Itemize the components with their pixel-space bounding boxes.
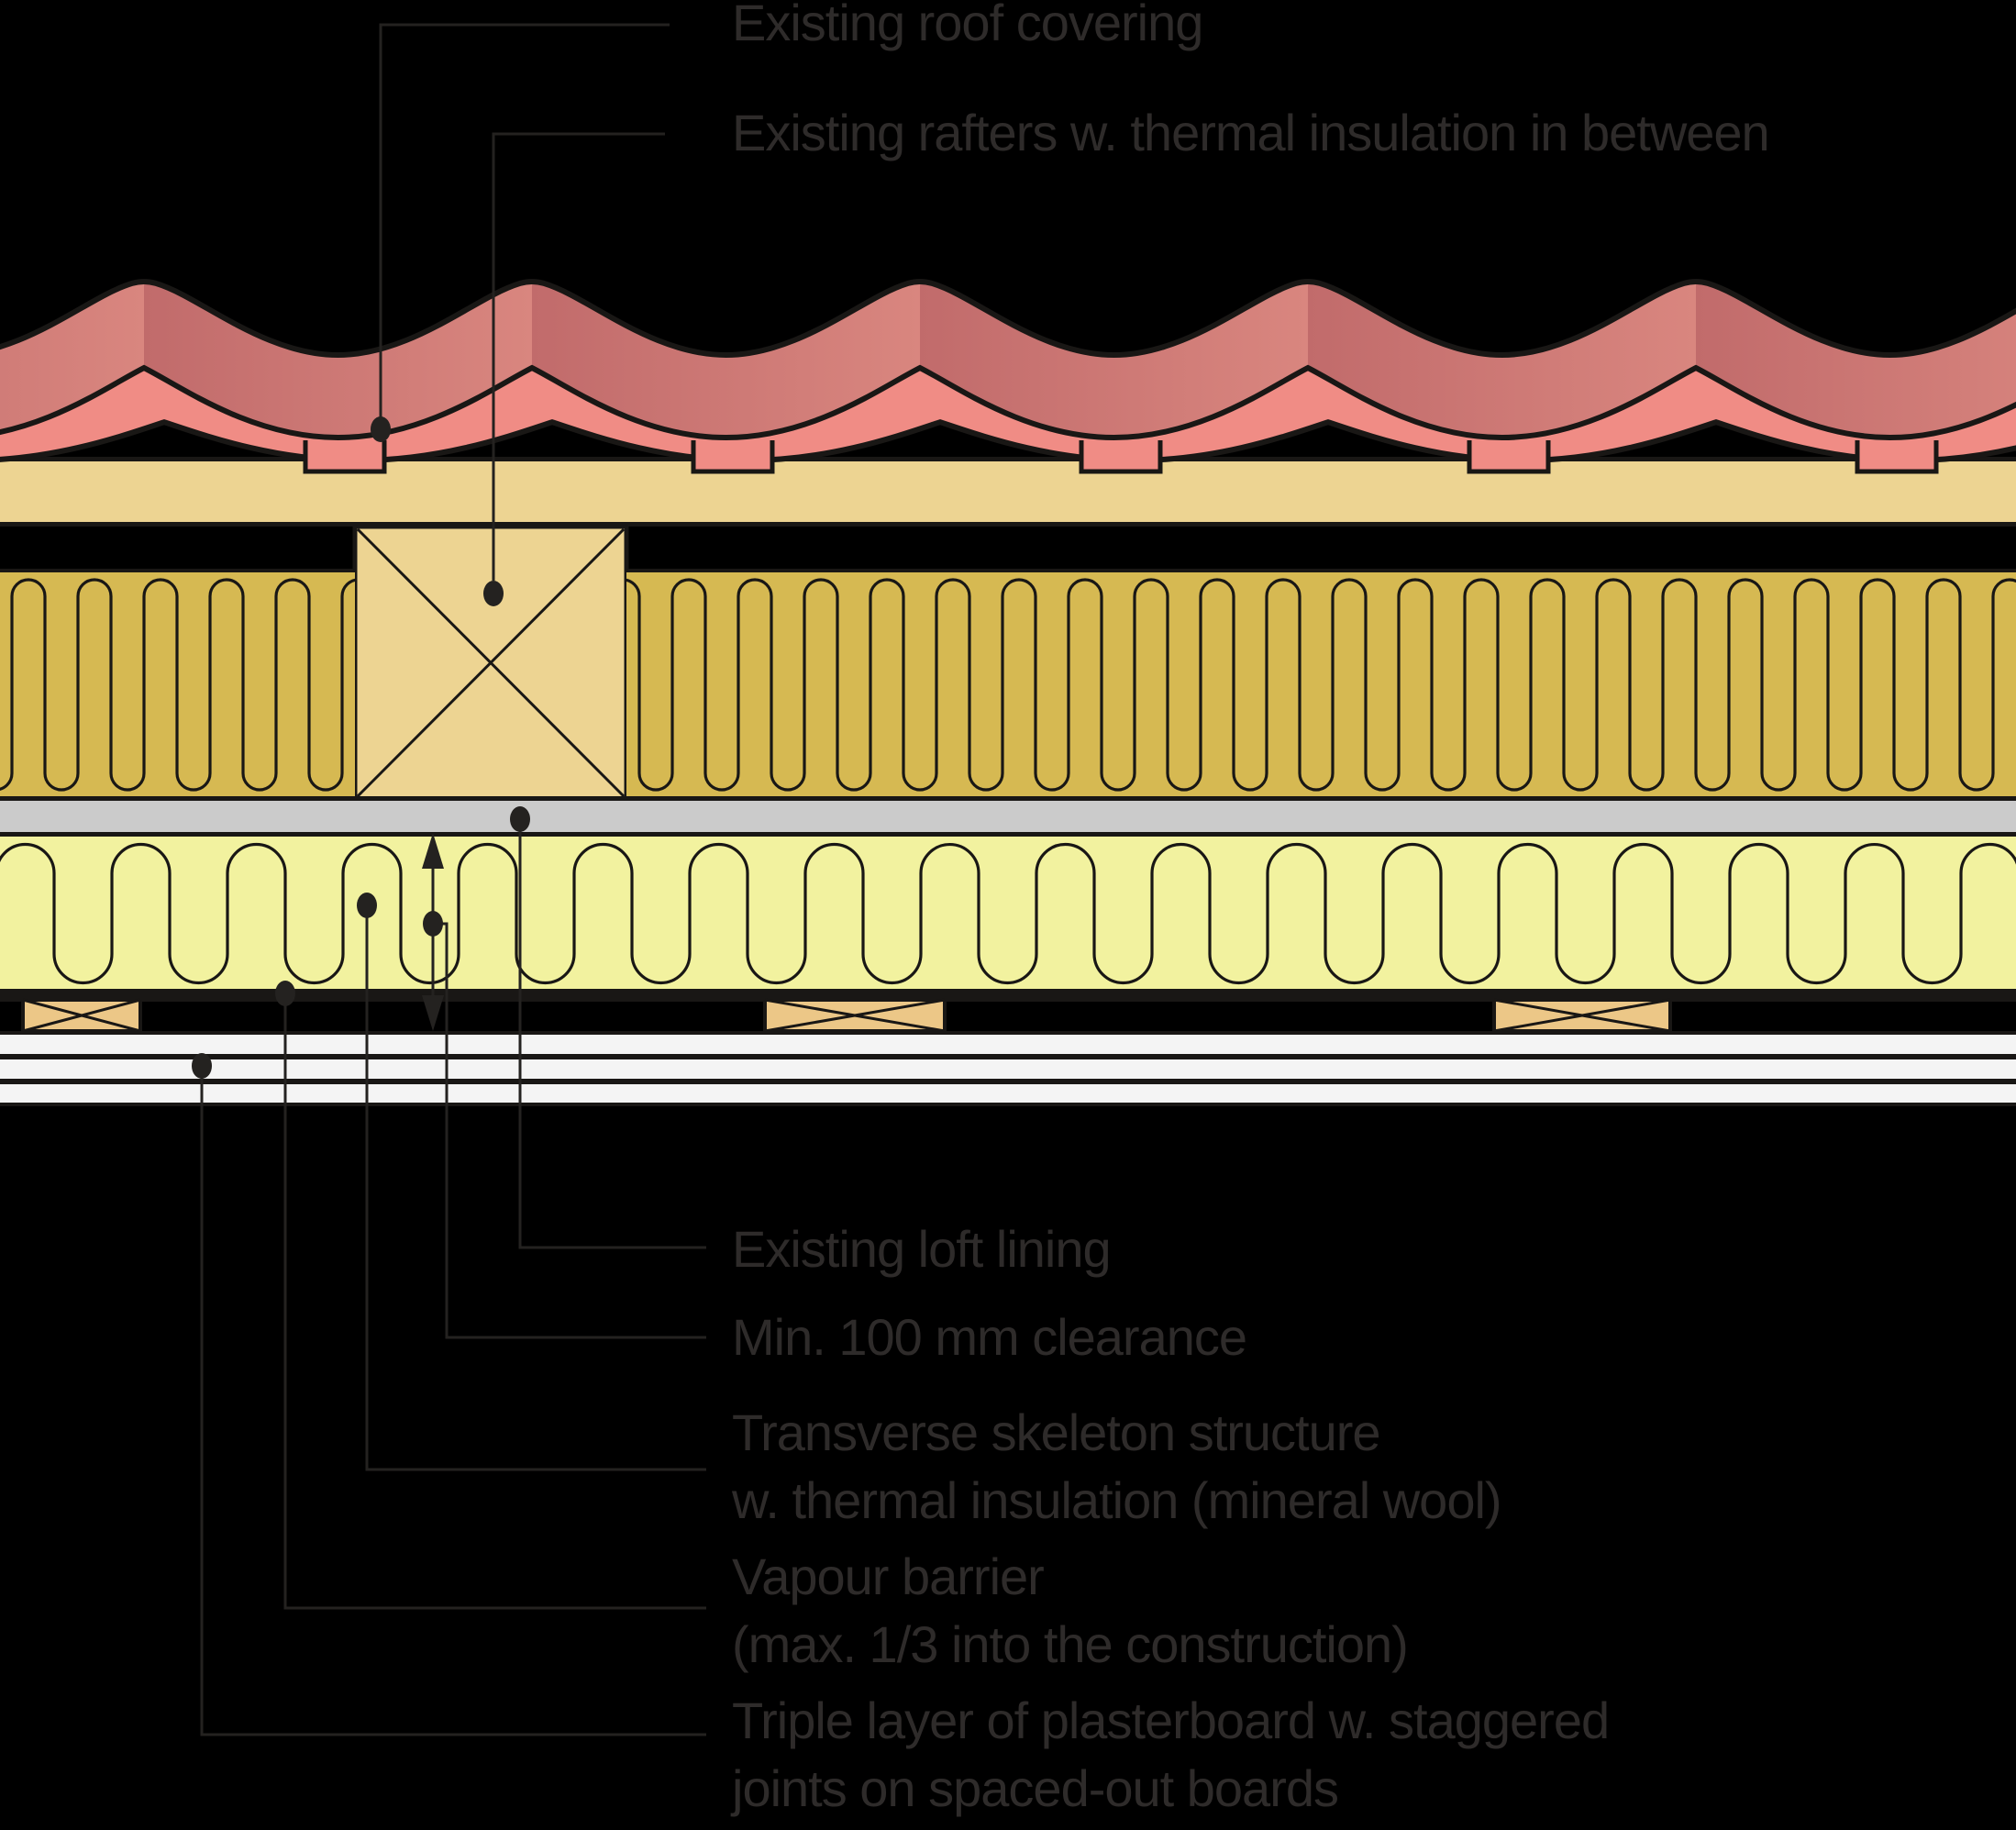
leader-line [379, 23, 670, 417]
label-line: Triple layer of plasterboard w. staggere… [732, 1691, 1610, 1749]
label-line: Existing rafters w. thermal insulation i… [732, 104, 1770, 161]
plasterboard-layers [0, 1031, 2016, 1106]
label-line: Min. 100 mm clearance [732, 1308, 1247, 1366]
leader-line [518, 819, 706, 1249]
label-line: Transverse skeleton structure [732, 1403, 1381, 1461]
label-line: Vapour barrier [732, 1547, 1045, 1605]
spacer-board [1492, 998, 1672, 1033]
lower-insulation [0, 837, 2016, 989]
label-min-clearance: Min. 100 mm clearance [732, 1303, 1247, 1371]
leader-line [283, 993, 706, 1610]
callout-dot [483, 581, 504, 606]
loft-lining [0, 796, 2016, 837]
leader-line [365, 905, 706, 1471]
arrow-up-icon [422, 833, 444, 869]
spacer-board [21, 998, 142, 1033]
callout-dot [423, 911, 443, 937]
plasterboard-sheet [0, 1035, 2016, 1054]
callout-dot [275, 981, 295, 1006]
leader-line [492, 132, 665, 581]
roof-boarding [0, 457, 2016, 527]
upper-insulation-pattern [0, 578, 2016, 792]
label-line: w. thermal insulation (mineral wool) [732, 1471, 1502, 1529]
arrow-down-icon [422, 995, 444, 1031]
tile-foot [691, 440, 775, 474]
upper-insulation [0, 569, 2016, 797]
label-existing-roof-covering: Existing roof covering [732, 0, 1203, 57]
label-existing-rafters: Existing rafters w. thermal insulation i… [732, 99, 1770, 167]
callout-dot [510, 806, 530, 832]
leader-lines [200, 23, 706, 1736]
callout-dot [192, 1053, 212, 1079]
label-line: Existing roof covering [732, 0, 1203, 51]
roof-tiles [0, 279, 2016, 463]
label-line: Existing loft lining [732, 1220, 1112, 1278]
label-transverse-skeleton: Transverse skeleton structure w. thermal… [732, 1399, 1502, 1535]
tile-foot [303, 440, 387, 474]
callout-dot [357, 893, 377, 918]
vapour-barrier [0, 989, 2016, 1002]
plasterboard-sheet [0, 1084, 2016, 1103]
label-line: (max. 1/3 into the construction) [732, 1615, 1409, 1673]
lower-insulation-pattern [0, 842, 2016, 985]
label-line: joints on spaced-out boards [732, 1759, 1339, 1817]
plasterboard-sheet [0, 1059, 2016, 1079]
label-existing-loft-lining: Existing loft lining [732, 1215, 1112, 1283]
tile-top-course [0, 284, 2016, 435]
label-vapour-barrier: Vapour barrier (max. 1/3 into the constr… [732, 1543, 1409, 1679]
spacer-board [763, 998, 947, 1033]
tile-foot [1079, 440, 1163, 474]
label-triple-plasterboard: Triple layer of plasterboard w. staggere… [732, 1687, 1610, 1823]
callout-dot [371, 416, 391, 442]
tile-foot [1855, 440, 1939, 474]
tile-foot [1467, 440, 1551, 474]
rafter [352, 524, 629, 802]
leader-line [200, 1066, 706, 1736]
